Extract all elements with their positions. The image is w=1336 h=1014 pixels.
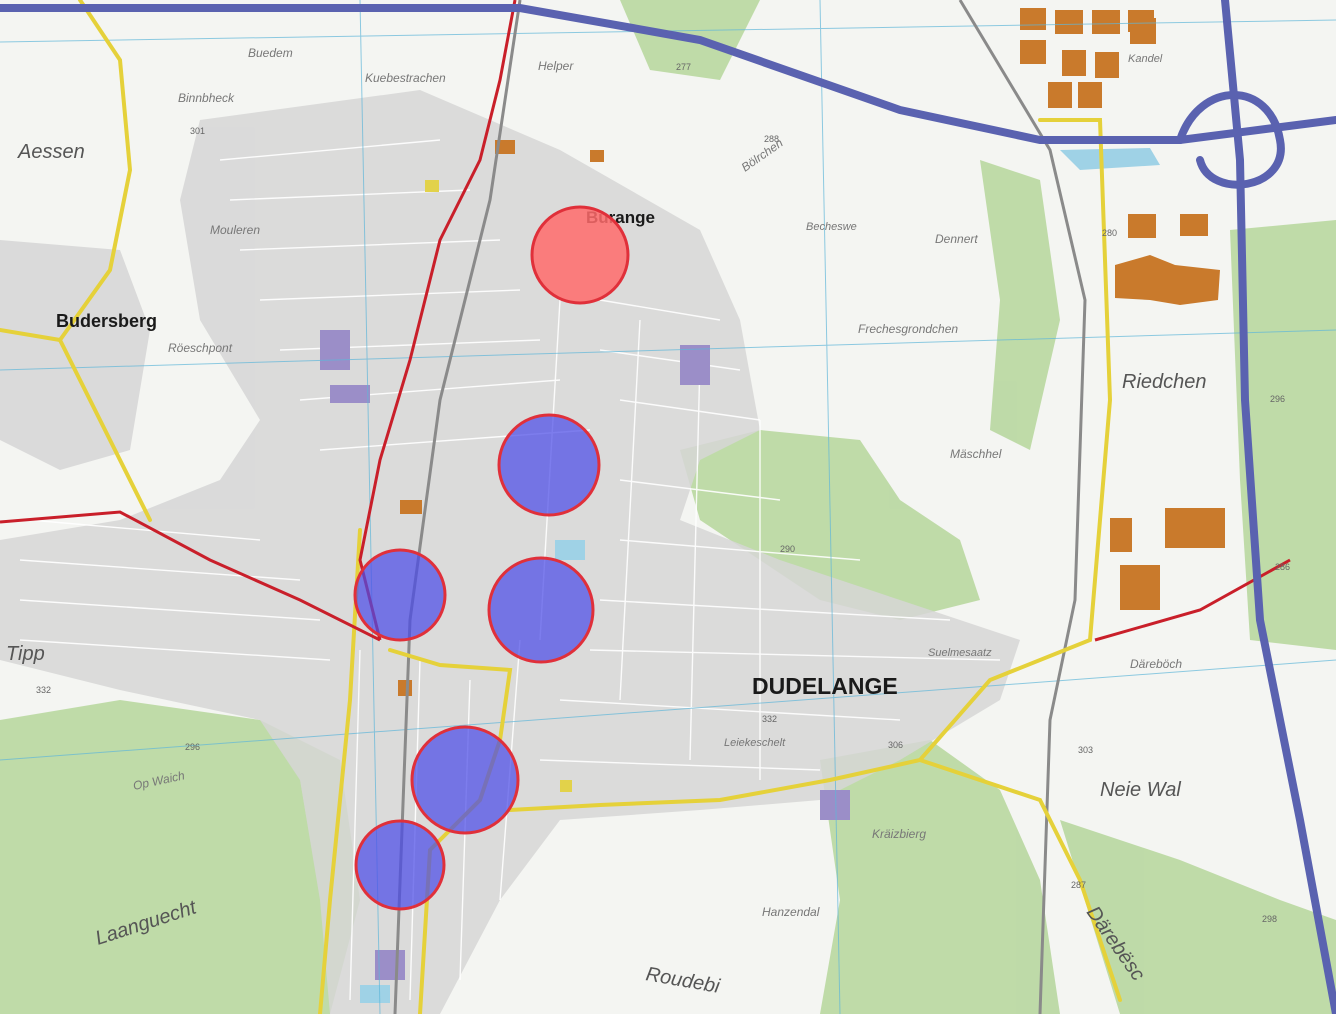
place-label: Helper bbox=[538, 59, 574, 73]
place-label: Becheswe bbox=[806, 221, 857, 233]
place-label: Däreböch bbox=[1130, 657, 1182, 671]
elevation-label: 332 bbox=[36, 685, 51, 695]
place-label: Röeschpont bbox=[168, 341, 233, 355]
marker-blue[interactable] bbox=[410, 725, 520, 835]
elevation-label: 280 bbox=[1102, 228, 1117, 238]
place-label: DUDELANGE bbox=[752, 673, 898, 699]
place-label: Binnbheck bbox=[178, 91, 235, 105]
place-label: Mäschhel bbox=[950, 447, 1002, 461]
place-label: Budersberg bbox=[56, 311, 157, 331]
place-label: Mouleren bbox=[210, 223, 260, 237]
elevation-label: 290 bbox=[780, 544, 795, 554]
purple-buildings bbox=[320, 330, 850, 980]
elevation-label: 277 bbox=[676, 62, 691, 72]
marker-blue[interactable] bbox=[487, 556, 595, 664]
place-label: Buedem bbox=[248, 46, 293, 60]
place-label: Frechesgrondchen bbox=[858, 322, 958, 336]
elevation-label: 298 bbox=[1262, 914, 1277, 924]
marker-blue[interactable] bbox=[353, 548, 447, 642]
place-label: Kandel bbox=[1128, 53, 1163, 65]
marker-blue[interactable] bbox=[354, 819, 446, 911]
secondary-roads bbox=[0, 0, 1122, 1014]
location-markers bbox=[353, 205, 630, 911]
place-label: Tipp bbox=[6, 643, 45, 665]
place-label: Neie Wal bbox=[1100, 779, 1181, 801]
industrial-buildings bbox=[398, 8, 1225, 696]
elevation-label: 296 bbox=[185, 742, 200, 752]
marker-red[interactable] bbox=[530, 205, 630, 305]
place-label: Hanzendal bbox=[762, 905, 820, 919]
elevation-label: 303 bbox=[1078, 745, 1093, 755]
elevation-label: 286 bbox=[1275, 562, 1290, 572]
railway bbox=[393, 0, 1087, 1014]
urban-area bbox=[0, 90, 1020, 1014]
elevation-label: 296 bbox=[1270, 394, 1285, 404]
elevation-label: 306 bbox=[888, 740, 903, 750]
elevation-label: 301 bbox=[190, 126, 205, 136]
elevation-labels: 277 288 301 296 280 286 290 332 332 306 … bbox=[36, 62, 1290, 924]
place-label: Dennert bbox=[935, 232, 978, 246]
place-label: Riedchen bbox=[1122, 371, 1207, 393]
public-buildings bbox=[425, 180, 572, 792]
elevation-label: 288 bbox=[764, 134, 779, 144]
place-label: Suelmesaatz bbox=[928, 647, 992, 659]
place-label: Kuebestrachen bbox=[365, 71, 446, 85]
water-bodies bbox=[360, 148, 1160, 1003]
elevation-label: 332 bbox=[762, 714, 777, 724]
place-label: Aessen bbox=[17, 141, 85, 163]
place-label: Kräizbierg bbox=[872, 827, 926, 841]
place-label: Leiekeschelt bbox=[724, 737, 786, 749]
marker-blue[interactable] bbox=[497, 413, 601, 517]
elevation-label: 287 bbox=[1071, 880, 1086, 890]
